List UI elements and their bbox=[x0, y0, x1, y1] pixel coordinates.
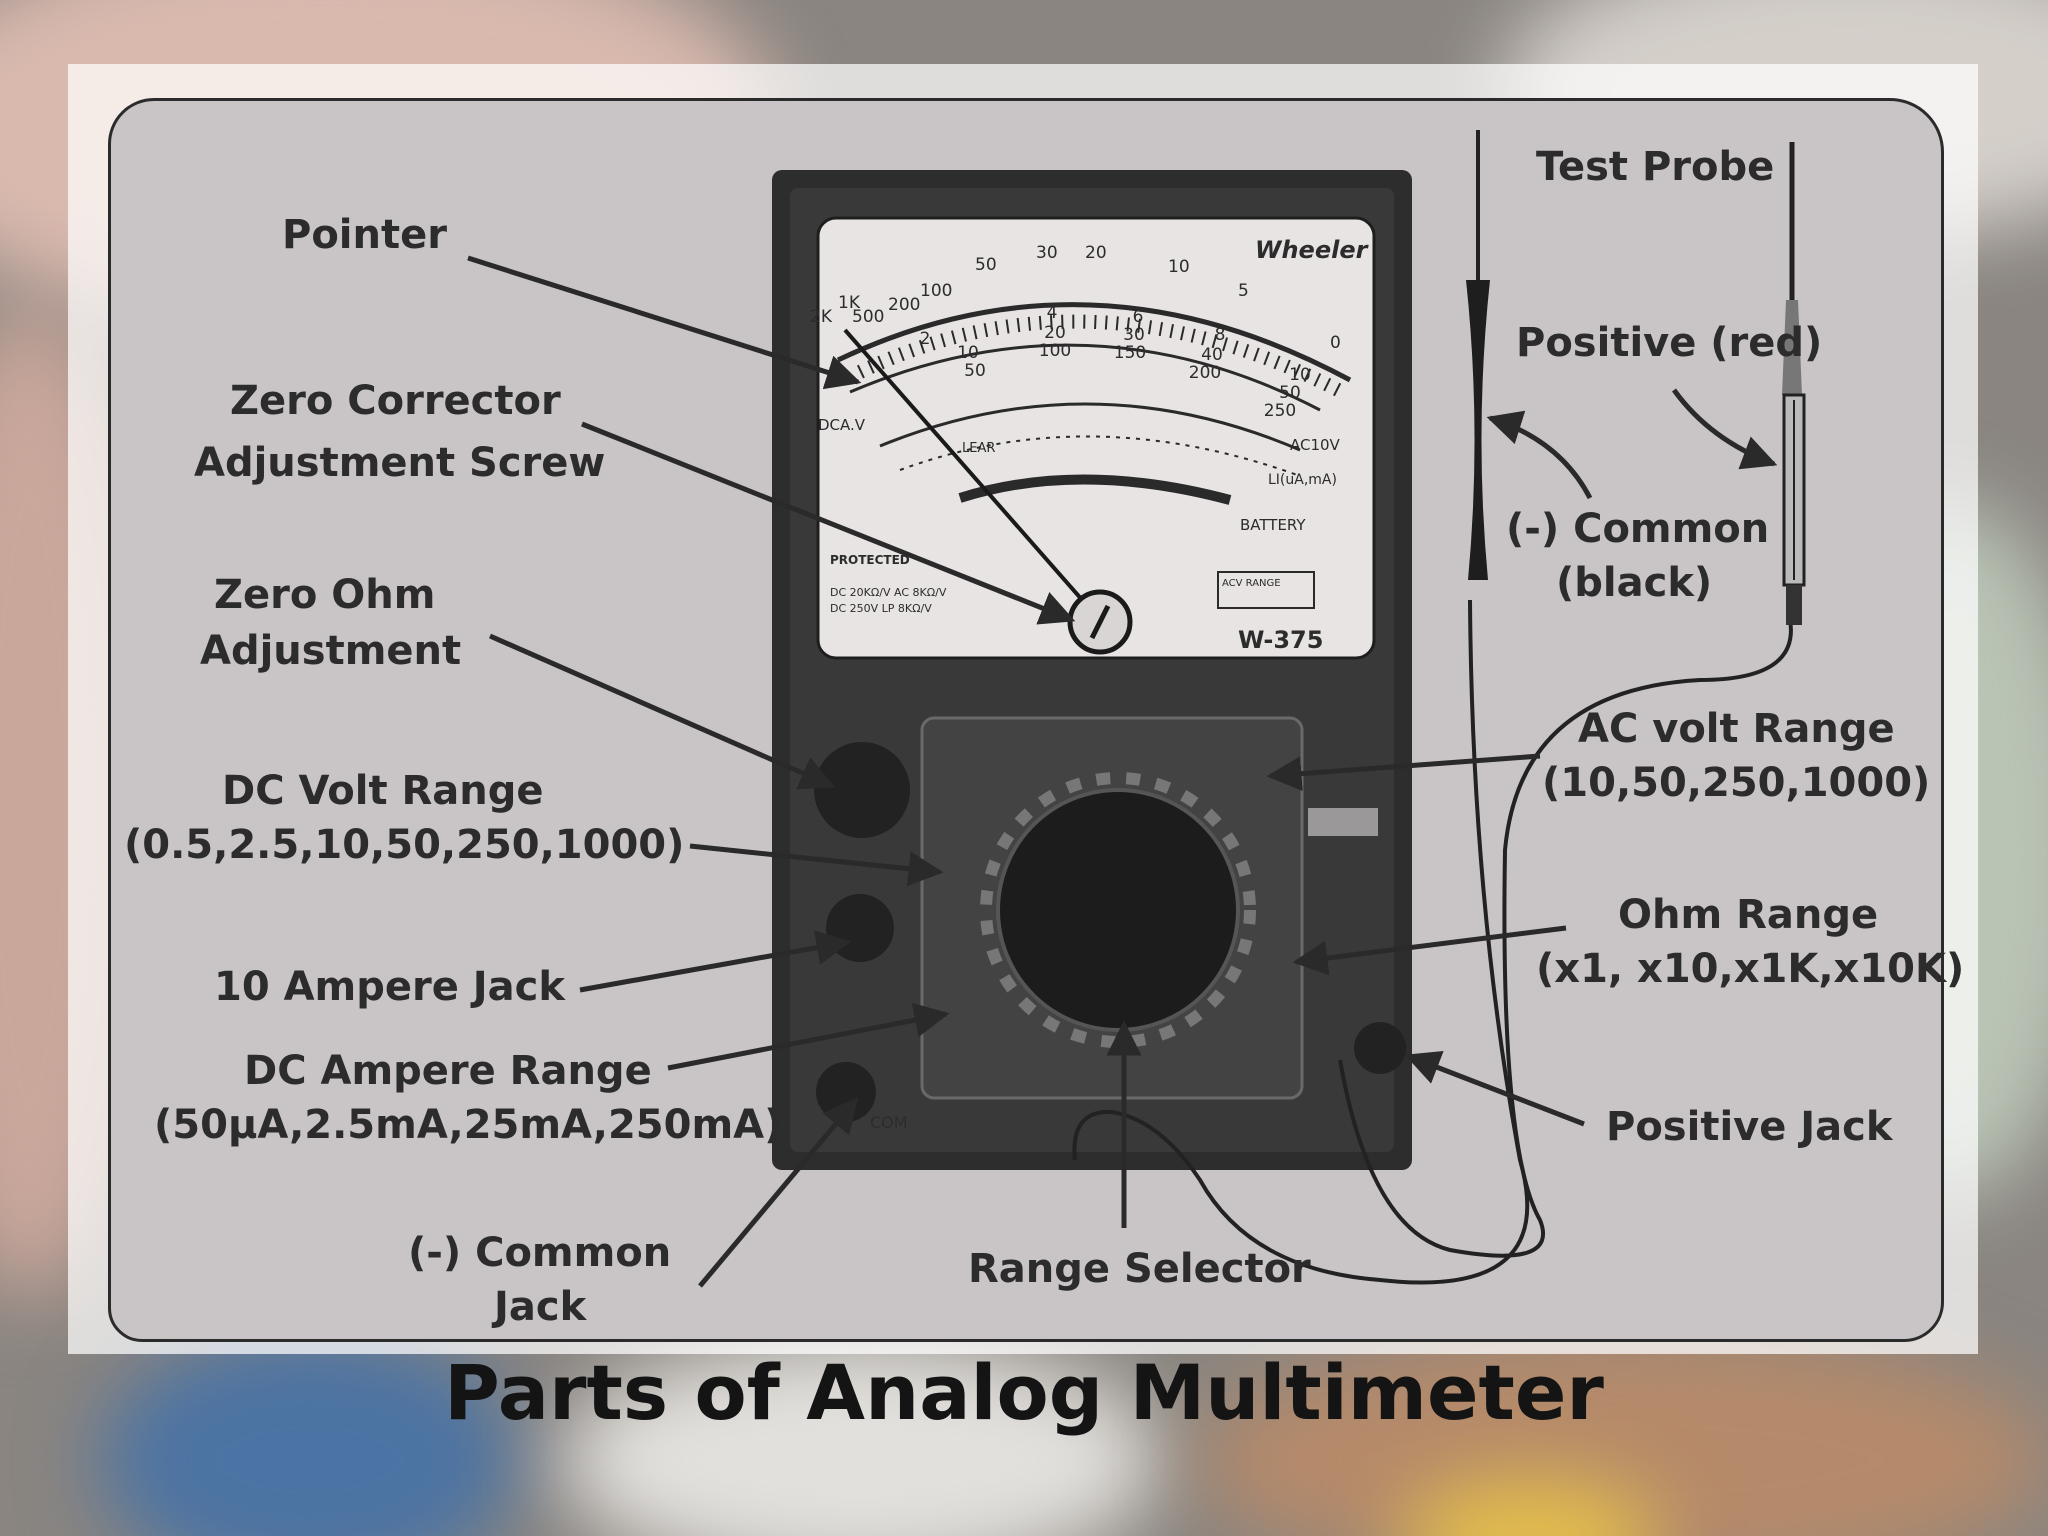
brand-label: Wheeler bbox=[1255, 236, 1370, 264]
scale-tick-label: 20 bbox=[1044, 323, 1066, 343]
label-ten-ampere-jack: 10 Ampere Jack bbox=[214, 964, 566, 1010]
com-label: COM bbox=[870, 1113, 908, 1132]
label-range-selector: Range Selector bbox=[968, 1246, 1311, 1292]
scale-tick-label: 20 bbox=[1085, 243, 1107, 263]
spec-line-1: DC 20KΩ/V AC 8KΩ/V bbox=[830, 586, 947, 599]
scale-tick-label: 0 bbox=[1330, 333, 1341, 353]
positive-jack bbox=[1354, 1022, 1406, 1074]
scale-tick-label: 4 bbox=[1047, 303, 1058, 323]
scale-tick-label: 50 bbox=[1279, 383, 1301, 403]
dca-label: DCA.V bbox=[818, 416, 866, 434]
scale-tick-label: 10 bbox=[1168, 257, 1190, 277]
label-dc-volt-values: (0.5,2.5,10,50,250,1000) bbox=[124, 822, 684, 868]
model-label: W-375 bbox=[1238, 626, 1323, 654]
li-label: LI(uA,mA) bbox=[1268, 472, 1337, 488]
scale-tick-label: 10 bbox=[957, 343, 979, 363]
label-ohm-range-values: (x1, x10,x1K,x10K) bbox=[1536, 946, 1964, 992]
scale-tick-label: 2K bbox=[810, 307, 833, 327]
acv-range-label: ACV RANGE bbox=[1222, 578, 1281, 589]
control-panel: COM bbox=[814, 716, 1406, 1132]
scale-tick-label: 250 bbox=[1264, 401, 1296, 421]
part-labels: Pointer Zero Corrector Adjustment Screw … bbox=[124, 144, 1964, 1330]
ten-ampere-jack bbox=[826, 894, 894, 962]
scale-tick-label: 30 bbox=[1036, 243, 1058, 263]
scale-tick-label: 500 bbox=[852, 307, 884, 327]
label-zero-ohm: Adjustment bbox=[200, 628, 461, 674]
scale-tick-label: 40 bbox=[1201, 345, 1223, 365]
pointer-needle bbox=[843, 328, 1100, 620]
label-common-jack: Jack bbox=[491, 1284, 588, 1330]
label-test-probe: Test Probe bbox=[1536, 144, 1774, 190]
lear-label: LEAR bbox=[962, 441, 995, 456]
label-dc-volt-range: DC Volt Range bbox=[222, 768, 544, 814]
scale-tick-label: 100 bbox=[1039, 341, 1071, 361]
label-ohm-range: Ohm Range bbox=[1618, 892, 1878, 938]
scale-tick-label: 50 bbox=[975, 255, 997, 275]
scale-tick-label: 30 bbox=[1123, 325, 1145, 345]
label-zero-corrector: Adjustment Screw bbox=[194, 440, 605, 486]
label-dc-ampere-values: (50μA,2.5mA,25mA,250mA) bbox=[154, 1102, 782, 1148]
scale-tick-label: 5 bbox=[1238, 281, 1249, 301]
scale-tick-label: 50 bbox=[964, 361, 986, 381]
meter-dial: Wheeler W-375 2K 1K 500 200 100 50 30 20… bbox=[810, 216, 1376, 660]
label-positive-red: Positive (red) bbox=[1516, 320, 1822, 366]
label-zero-corrector: Zero Corrector bbox=[230, 378, 561, 424]
label-common-black: (-) Common bbox=[1506, 506, 1769, 552]
label-dc-ampere-range: DC Ampere Range bbox=[244, 1048, 652, 1094]
spec-line-2: DC 250V LP 8KΩ/V bbox=[830, 602, 932, 615]
scale-tick-label: 200 bbox=[888, 295, 920, 315]
scale-tick-label: 6 bbox=[1133, 307, 1144, 327]
label-zero-ohm: Zero Ohm bbox=[214, 572, 435, 618]
label-positive-jack: Positive Jack bbox=[1606, 1104, 1894, 1150]
scale-tick-label: 1K bbox=[838, 293, 861, 313]
scale-tick-label: 150 bbox=[1114, 343, 1146, 363]
label-common-black: (black) bbox=[1556, 560, 1712, 606]
slide-caption: Parts of Analog Multimeter bbox=[444, 1348, 1604, 1437]
range-selector-knob bbox=[996, 788, 1240, 1032]
label-pointer: Pointer bbox=[282, 212, 447, 258]
scale-tick-label: 10 bbox=[1289, 365, 1311, 385]
leader-arrows bbox=[467, 255, 1778, 1288]
zero-ohm-knob bbox=[814, 742, 910, 838]
label-ac-volt-values: (10,50,250,1000) bbox=[1542, 760, 1930, 806]
scale-tick-label: 8 bbox=[1215, 325, 1226, 345]
label-common-jack: (-) Common bbox=[408, 1230, 671, 1276]
scale-tick-label: 200 bbox=[1189, 363, 1221, 383]
protected-label: PROTECTED bbox=[830, 553, 910, 567]
ac10v-label: AC10V bbox=[1290, 436, 1341, 454]
scale-tick-label: 2 bbox=[920, 329, 931, 349]
scale-tick-label: 100 bbox=[920, 281, 952, 301]
label-ac-volt-range: AC volt Range bbox=[1578, 706, 1895, 752]
battery-label: BATTERY bbox=[1240, 516, 1306, 534]
